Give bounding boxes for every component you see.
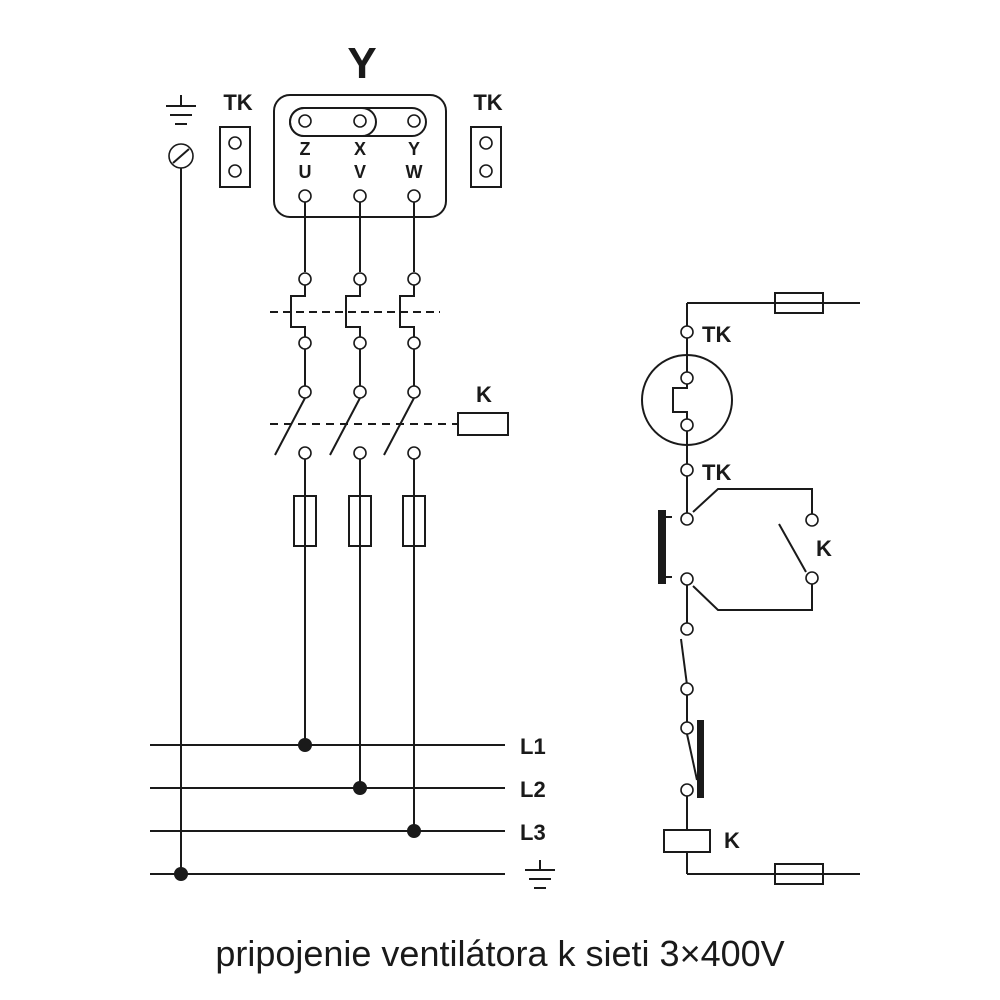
control-tk-bottom-label: TK [702,460,731,485]
terminal-label-u: U [299,162,312,182]
terminal-label-y: Y [408,139,420,159]
thermal-overload-relay [270,272,440,350]
control-supply-bottom [686,852,860,885]
supply-bus [150,738,505,881]
terminal-label-w: W [406,162,423,182]
pe-ground-icon [525,860,555,889]
contactor-k-label: K [476,382,492,407]
tk-left-terminal [219,126,251,188]
connection-type-label: Y [347,39,376,88]
diagram-caption: pripojenie ventilátora k sieti 3×400V [215,933,784,974]
phase-label-l1: L1 [520,734,546,759]
terminal-label-z: Z [300,139,311,159]
ground-symbol-icon [166,95,196,125]
control-k-contact-label: K [816,536,832,561]
control-tk-top-label: TK [702,322,731,347]
motor-terminal-box: Z X Y U V W [273,94,447,218]
tk-left-label: TK [223,90,252,115]
terminal-label-v: V [354,162,366,182]
control-k-coil-label: K [724,828,740,853]
phase-label-l3: L3 [520,820,546,845]
terminal-label-x: X [354,139,366,159]
tk-right-terminal [470,126,502,188]
contactor-main-contacts [270,385,458,460]
contactor-coil-control [663,829,711,853]
tk-right-label: TK [473,90,502,115]
stop-contact [680,585,694,722]
stop-pushbutton [680,720,704,830]
phase-label-l2: L2 [520,777,546,802]
control-supply-top [686,292,860,326]
motor-thermal-contact [641,338,733,464]
contactor-hold-contact [692,488,819,611]
phase-fuses [293,495,426,547]
ground-screw-icon [168,143,194,169]
contactor-coil-left [457,412,509,436]
start-pushbutton [658,476,694,586]
